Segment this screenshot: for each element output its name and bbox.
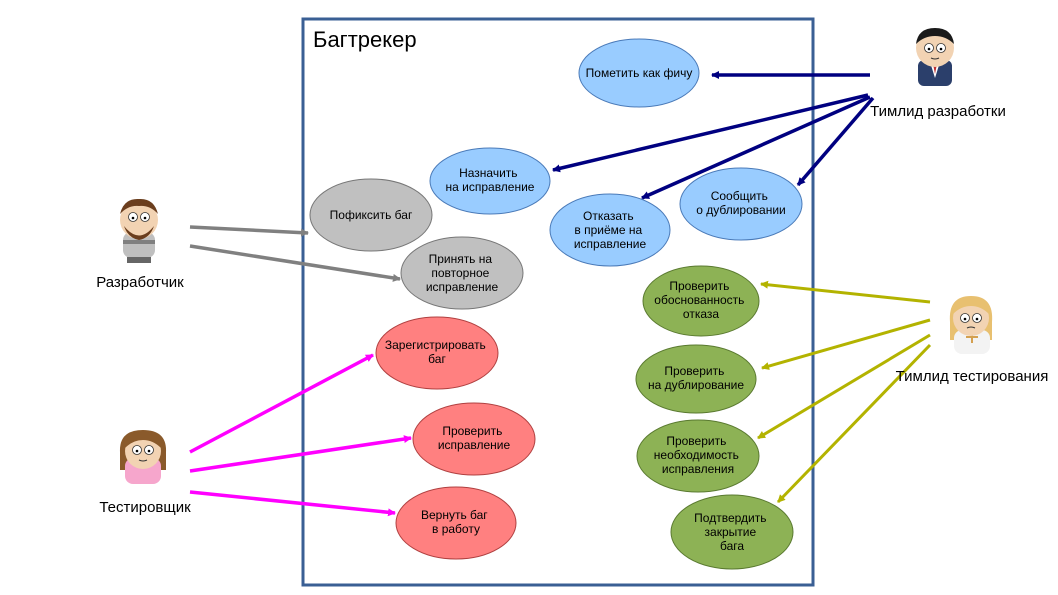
arrow-dev-lead-to-reject-fix [641,95,871,200]
arrow-tester-to-return-bug [189,490,396,517]
developer-avatar-icon [120,198,158,263]
test-lead-associations [757,280,932,504]
svg-text:Разработчик: Разработчик [96,274,184,291]
svg-text:Проверить обоснованность: Проверить обоснованность отказа [654,279,747,321]
arrow-developer-to-fix-bug [189,225,309,237]
arrow-test-lead-to-confirm-close [776,343,932,504]
svg-text:Принять на повторное: Принять на повторное исправление [426,252,499,294]
svg-text:Вернуть баг в работу: Вернуть баг в работу [421,508,491,536]
svg-text:Подтвердить закрытие: Подтвердить закрытие бага [694,511,770,553]
svg-text:Проверить исправление: Проверить исправление [438,424,511,452]
use-case-register-bug[interactable]: Зарегистрировать баг [375,316,499,390]
arrow-developer-to-accept-retest [189,244,401,282]
use-case-mark-feature[interactable]: Пометить как фичу [578,38,700,108]
actor-developer[interactable]: Разработчик [96,198,184,291]
actor-dev-lead[interactable]: Тимлид разработки [870,28,1006,120]
arrow-dev-lead-to-assign-fix [552,93,869,173]
use-case-accept-retest[interactable]: Принять на повторное исправление [400,236,524,310]
arrow-dev-lead-to-report-duplicate [796,96,875,187]
svg-text:Пометить как фичу: Пометить как фичу [586,66,693,80]
svg-text:Проверить необходимость: Проверить необходимость исправления [654,434,742,476]
test-lead-avatar-icon [949,296,993,354]
actor-test-lead[interactable]: Тимлид тестирования [896,296,1049,385]
tester-associations [189,353,412,517]
use-case-check-reject[interactable]: Проверить обоснованность отказа [642,265,760,337]
arrow-test-lead-to-check-need [757,333,931,440]
svg-text:Отказать в приёме на: Отказать в приёме на исправление [574,209,647,251]
arrow-tester-to-register-bug [189,353,374,454]
dev-lead-associations [552,71,875,200]
arrow-test-lead-to-check-reject [760,280,931,304]
svg-text:Зарегистрировать баг: Зарегистрировать баг [385,338,489,366]
use-case-report-duplicate[interactable]: Сообщить о дублировании [679,167,803,241]
dev-lead-avatar-icon [916,28,954,86]
svg-text:Пофиксить баг: Пофиксить баг [330,208,413,222]
use-case-confirm-close[interactable]: Подтвердить закрытие бага [670,494,794,570]
tester-avatar-icon [119,430,167,484]
actor-tester[interactable]: Тестировщик [99,430,191,516]
svg-text:Проверить на дублировани: Проверить на дублирование [648,364,744,392]
svg-text:Назначить на исправление: Назначить на исправление [446,166,535,194]
arrow-tester-to-check-fix [189,435,412,473]
arrow-test-lead-to-check-duplicate [761,318,931,370]
svg-text:Сообщить о дублировании: Сообщить о дублировании [696,189,785,217]
svg-text:Тимлид тестирования: Тимлид тестирования [896,368,1049,385]
developer-associations [189,225,401,282]
use-case-assign-fix[interactable]: Назначить на исправление [429,147,551,215]
use-case-check-fix[interactable]: Проверить исправление [412,402,536,476]
use-case-reject-fix[interactable]: Отказать в приёме на исправление [549,193,671,267]
use-case-check-duplicate[interactable]: Проверить на дублирование [635,344,757,414]
use-case-return-bug[interactable]: Вернуть баг в работу [395,486,517,560]
use-case-fix-bug[interactable]: Пофиксить баг [309,178,433,252]
use-case-check-need[interactable]: Проверить необходимость исправления [636,419,760,493]
svg-text:Тестировщик: Тестировщик [99,499,191,516]
system-title: Багтрекер [313,27,417,52]
svg-text:Тимлид разработки: Тимлид разработки [870,103,1006,120]
